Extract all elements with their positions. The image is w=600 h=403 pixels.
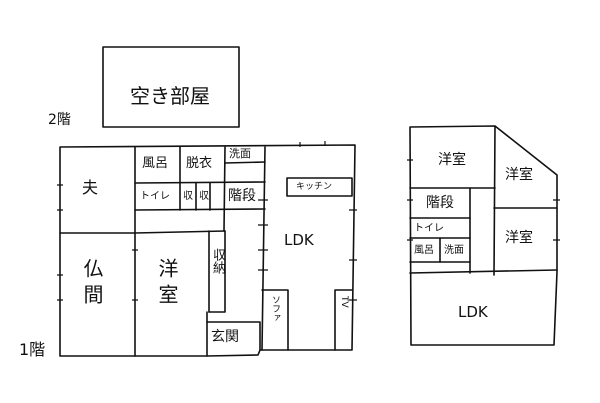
stairs-label: 階段 bbox=[228, 188, 256, 204]
storage-b-label: 収 bbox=[199, 191, 209, 202]
tv-label: TV bbox=[339, 296, 349, 308]
toilet-label: トイレ bbox=[140, 191, 170, 202]
entrance-label: 玄関 bbox=[211, 329, 239, 345]
right-western-room-2-label: 洋室 bbox=[505, 230, 533, 246]
kitchen-label: キッチン bbox=[296, 182, 333, 192]
dressing-label: 脱衣 bbox=[186, 156, 213, 171]
washroom-label: 洗面 bbox=[229, 147, 251, 160]
western-room-label: 洋室 bbox=[155, 258, 179, 310]
sofa-label: ソファ bbox=[270, 295, 280, 322]
right-washroom-label: 洗面 bbox=[444, 245, 464, 256]
right-stairs-label: 階段 bbox=[426, 195, 454, 211]
bath-label: 風呂 bbox=[142, 156, 169, 171]
ldk-label: LDK bbox=[284, 231, 314, 249]
storage-a-label: 収 bbox=[183, 191, 193, 202]
husband-room-label: 夫 bbox=[82, 178, 99, 197]
right-toilet-label: トイレ bbox=[414, 223, 444, 234]
first-floor-label: 1階 bbox=[19, 340, 46, 359]
second-floor-label: 2階 bbox=[48, 112, 71, 128]
spare-room-label: 空き部屋 bbox=[130, 84, 210, 108]
storage-vertical-label: 収納 bbox=[210, 248, 225, 274]
right-ldk-label: LDK bbox=[458, 303, 488, 321]
right-western-room-top-label: 洋室 bbox=[438, 152, 466, 168]
right-bath-label: 風呂 bbox=[414, 245, 434, 256]
right-western-room-1-label: 洋室 bbox=[505, 167, 533, 183]
spare-room-outline bbox=[102, 46, 240, 128]
buddhist-room-label: 仏間 bbox=[80, 258, 104, 310]
